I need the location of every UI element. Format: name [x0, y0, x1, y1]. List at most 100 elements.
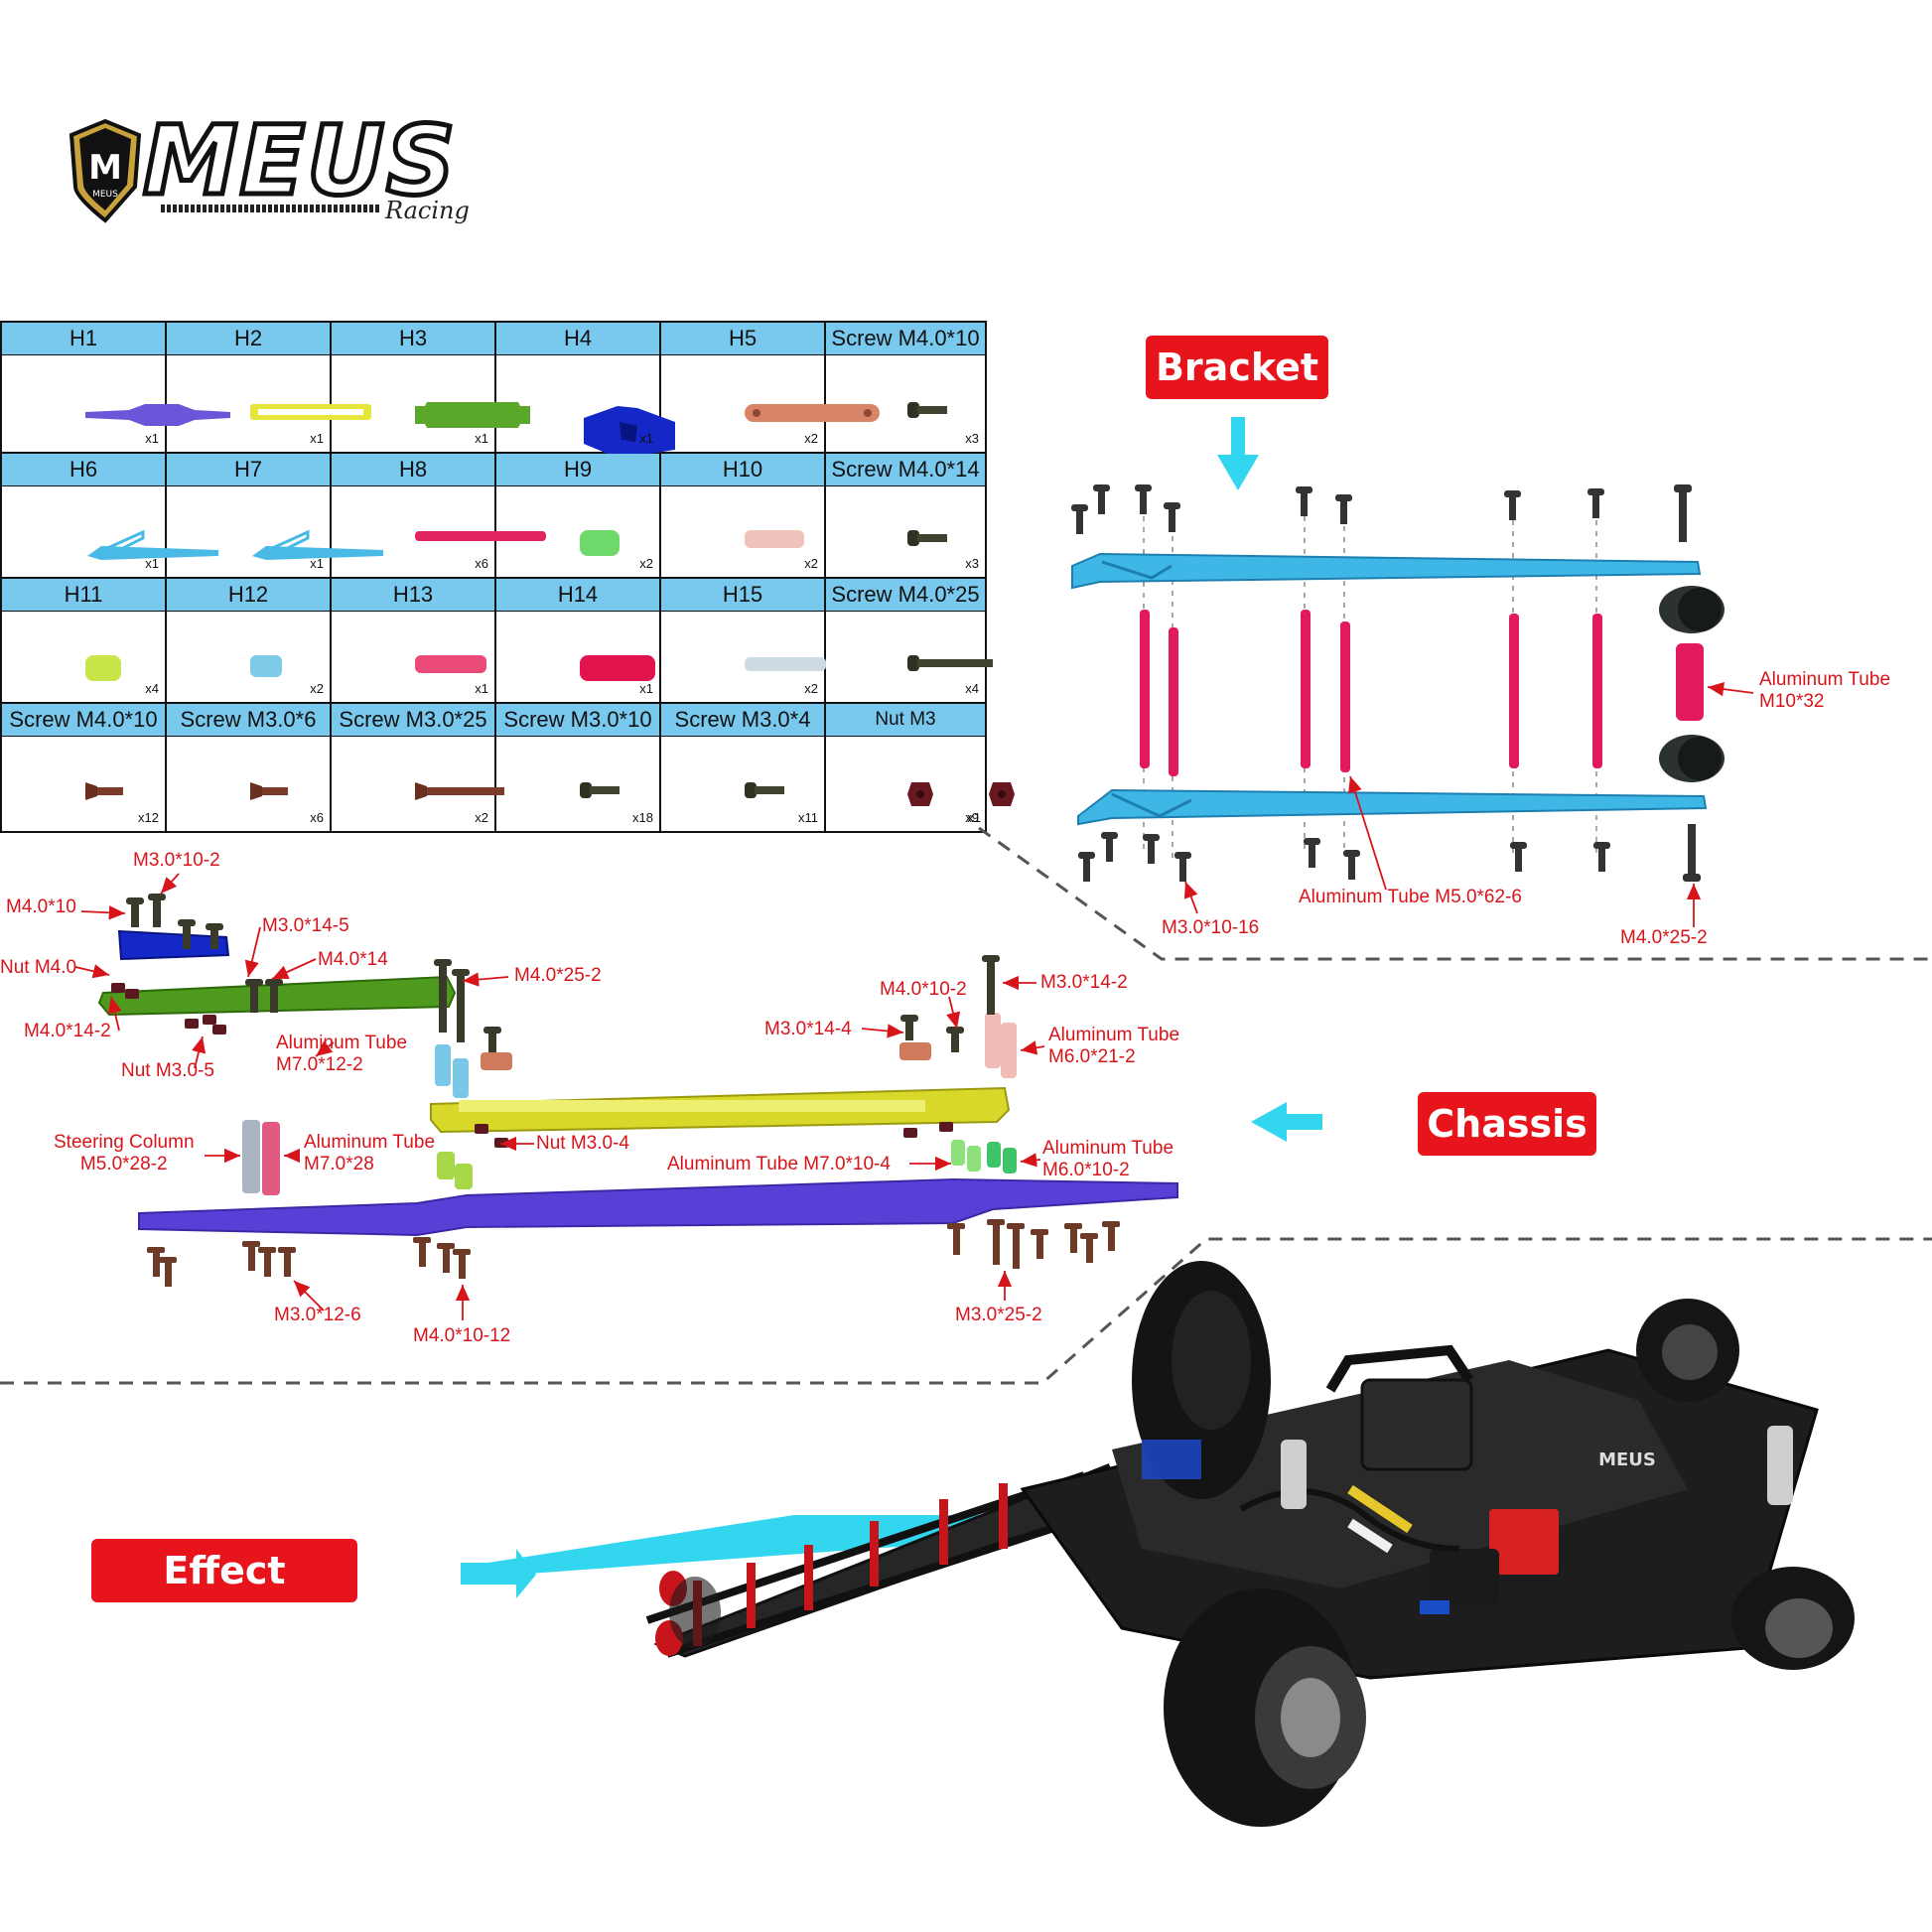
label-tube-m7-10: Aluminum Tube M7.0*10-4 [667, 1154, 891, 1174]
label-m3-14-2: M3.0*14-2 [1040, 972, 1128, 993]
label-m3-10-2: M3.0*10-2 [133, 850, 220, 871]
part-cell: Screw M3.0*6 x6 [165, 702, 332, 833]
part-name: H13 [332, 579, 494, 612]
chassis-nuts [111, 983, 953, 1148]
label-m4-25-2: M4.0*25-2 [514, 965, 602, 986]
upper-rail [1071, 552, 1702, 590]
label-screw-m3-10-16: M3.0*10-16 [1162, 917, 1260, 938]
part-name: Screw M4.0*14 [826, 454, 985, 486]
part-qty: x2 [804, 556, 818, 571]
chassis-blue-block [117, 929, 230, 961]
part-name: Screw M3.0*4 [661, 704, 824, 737]
part-qty: x1 [967, 810, 981, 825]
label-tube-m5: Aluminum Tube M5.0*62-6 [1299, 887, 1522, 907]
brand-tagline: Racing [385, 197, 470, 224]
part-cell: Screw M4.0*14 x3 [824, 452, 987, 579]
label-m4-14-2: M4.0*14-2 [24, 1021, 111, 1041]
part-name: H4 [496, 323, 659, 355]
part-name: H6 [2, 454, 165, 486]
part-name: H12 [167, 579, 330, 612]
label-m3-14-4: M3.0*14-4 [764, 1019, 852, 1039]
part-qty: x6 [310, 810, 324, 825]
label-m3-14-5: M3.0*14-5 [262, 915, 349, 936]
part-cell: H1 x1 [0, 321, 230, 454]
part-qty: x1 [639, 681, 653, 696]
part-qty: x18 [632, 810, 653, 825]
bracket-rods [1140, 610, 1602, 776]
part-name: H7 [167, 454, 330, 486]
chassis-view [74, 873, 1322, 1320]
label-m4-10-2: M4.0*10-2 [880, 979, 967, 1000]
label-m3-25-2: M3.0*25-2 [955, 1305, 1042, 1325]
part-cell: H13 x1 [330, 577, 496, 704]
part-cell: H14 x1 [494, 577, 661, 704]
label-tube-m6-10: Aluminum Tube M6.0*10-2 [1042, 1138, 1174, 1180]
part-cell: Screw M4.0*25 x4 [824, 577, 993, 704]
part-qty: x2 [804, 681, 818, 696]
part-name: Screw M4.0*10 [826, 323, 985, 355]
bracket-section-button[interactable]: Bracket [1146, 336, 1328, 399]
chassis-plate [138, 1177, 1178, 1237]
label-screw-m4-25-2: M4.0*25-2 [1620, 927, 1708, 948]
part-cell: H10 x2 [659, 452, 826, 579]
part-qty: x3 [965, 431, 979, 446]
part-cell: H4 x1 [494, 321, 675, 457]
chassis-green-plate [97, 975, 457, 1017]
part-qty: x6 [475, 556, 488, 571]
part-qty: x9 [965, 810, 979, 825]
part-qty: x11 [798, 810, 818, 825]
bracket-top-screws [1071, 484, 1692, 542]
part-cell: H12 x2 [165, 577, 332, 704]
part-qty: x3 [965, 556, 979, 571]
part-qty: x2 [310, 681, 324, 696]
effect-picture-car: MEUS [461, 1261, 1855, 1827]
part-name: Screw M3.0*25 [332, 704, 494, 737]
part-qty: x12 [138, 810, 159, 825]
effect-picture-section-button[interactable]: Effect Picture [91, 1539, 357, 1656]
part-name: H2 [167, 323, 330, 355]
part-name: H1 [2, 323, 165, 355]
label-tube-m10: Aluminum Tube M10*32 [1759, 669, 1891, 712]
part-name: Nut M3 [826, 704, 985, 737]
link-right [899, 1042, 931, 1060]
label-nut-m4: Nut M4.0 [0, 957, 77, 978]
part-name: H14 [496, 579, 659, 612]
part-name: H9 [496, 454, 659, 486]
part-name: Screw M3.0*6 [167, 704, 330, 737]
part-qty: x1 [145, 431, 159, 446]
label-tube-m7-28: Aluminum Tube M7.0*28 [304, 1132, 436, 1174]
part-qty: x2 [475, 810, 488, 825]
chassis-frame [430, 1086, 1011, 1134]
part-name: H10 [661, 454, 824, 486]
label-steering-column: Steering Column M5.0*28-2 [54, 1132, 195, 1174]
down-arrow-icon [1217, 417, 1259, 490]
part-cell: Screw M4.0*10 x3 [824, 321, 987, 454]
part-qty: x1 [475, 681, 488, 696]
chassis-section-button[interactable]: Chassis [1418, 1092, 1596, 1156]
left-arrow-icon [1251, 1102, 1322, 1142]
bracket-view [1071, 417, 1754, 927]
part-qty: x1 [639, 431, 653, 446]
label-tube-m7-12: Aluminum Tube M7.0*12-2 [276, 1033, 408, 1075]
part-qty: x4 [965, 681, 979, 696]
part-name: Screw M4.0*25 [826, 579, 985, 612]
svg-text:M: M [88, 148, 122, 188]
link-left [481, 1052, 512, 1070]
section-divider [0, 826, 1932, 1385]
brand-logo: M MEUS MEUS Racing [66, 111, 483, 236]
part-name: Screw M3.0*10 [496, 704, 659, 737]
part-cell: Screw M3.0*25 x2 [330, 702, 504, 833]
part-name: Screw M4.0*10 [2, 704, 165, 737]
part-name: H3 [332, 323, 494, 355]
part-qty: x4 [145, 681, 159, 696]
